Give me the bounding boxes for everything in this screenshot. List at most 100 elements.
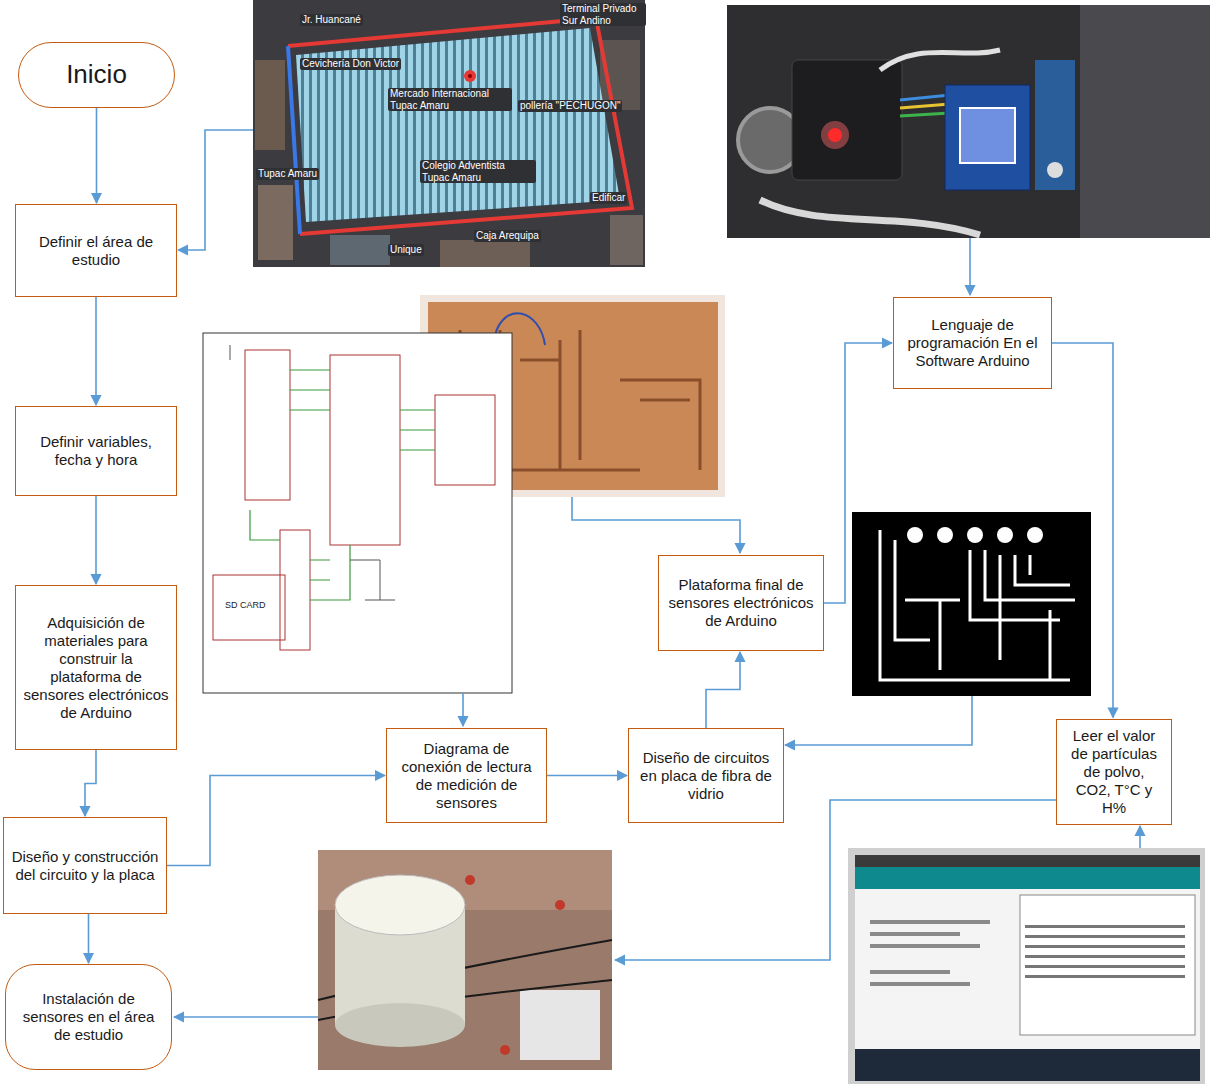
map-building bbox=[258, 185, 293, 260]
data-row bbox=[1025, 955, 1185, 958]
enclosure bbox=[335, 1003, 465, 1047]
process-box: Plataforma final de sensores electrónico… bbox=[658, 555, 824, 651]
map-label: Caja Arequipa bbox=[474, 230, 541, 242]
ic-symbol bbox=[245, 350, 290, 500]
pad bbox=[997, 527, 1013, 543]
data-row bbox=[1025, 965, 1185, 968]
process-box: Adquisición de materiales para construir… bbox=[15, 585, 177, 750]
map-label: pollería "PECHUGON" bbox=[518, 100, 622, 112]
connector-arrow bbox=[85, 750, 96, 816]
picture-arrow bbox=[1139, 826, 1141, 848]
node-text-group: Plataforma final de sensores electrónico… bbox=[666, 576, 816, 630]
code-line bbox=[870, 982, 970, 986]
map-label: Mercado Internacional Tupac Amaru bbox=[388, 88, 512, 111]
map-ground bbox=[253, 0, 645, 267]
software-screenshot bbox=[848, 848, 1205, 1084]
data-row bbox=[1025, 945, 1185, 948]
map-building bbox=[610, 215, 643, 265]
node-text: Definir variables, fecha y hora bbox=[23, 433, 169, 469]
route-line bbox=[288, 46, 300, 234]
pad bbox=[907, 527, 923, 543]
person bbox=[465, 875, 475, 885]
picture-arrow bbox=[615, 800, 1058, 960]
pad bbox=[1027, 527, 1043, 543]
layout-ground bbox=[852, 512, 1091, 696]
node-text: Diseño de circuitos en placa de fibra de… bbox=[636, 749, 776, 803]
map-label: Colegio Adventista Tupac Amaru bbox=[420, 160, 536, 183]
photo-ground bbox=[727, 5, 1210, 238]
pad bbox=[967, 527, 983, 543]
node-text-group: Diseño y construcción del circuito y la … bbox=[11, 848, 159, 884]
map-label: Terminal Privado Sur Andino bbox=[560, 3, 646, 26]
person bbox=[555, 900, 565, 910]
picture-arrows bbox=[174, 130, 1140, 1017]
lcd-board bbox=[945, 85, 1030, 190]
node-text-group: Diagrama de conexión de lectura de medic… bbox=[394, 740, 539, 812]
map-pin bbox=[468, 74, 472, 78]
picture-arrow bbox=[969, 238, 971, 295]
ic-symbol bbox=[435, 395, 495, 485]
node-text-group: Instalación de sensores en el área de es… bbox=[19, 990, 159, 1044]
process-box: Diagrama de conexión de lectura de medic… bbox=[386, 728, 547, 823]
node-text-group: Lenguaje de programación En el Software … bbox=[901, 316, 1044, 370]
part-label: SD CARD bbox=[224, 600, 267, 610]
connector-arrow bbox=[96, 108, 98, 203]
picture-arrow bbox=[462, 693, 464, 726]
picture-arrow bbox=[785, 696, 972, 745]
market-roofs bbox=[296, 28, 620, 222]
node-text-group: Definir variables, fecha y hora bbox=[23, 433, 169, 469]
connector-arrow bbox=[95, 297, 97, 405]
pcb-layout-image bbox=[852, 512, 1091, 696]
map-label: Jr. Huancané bbox=[300, 14, 363, 26]
code-line bbox=[870, 944, 980, 948]
pad bbox=[937, 527, 953, 543]
map-pin bbox=[464, 70, 476, 82]
process-box: Definir variables, fecha y hora bbox=[15, 406, 177, 496]
node-text: Instalación de sensores en el área de es… bbox=[19, 990, 159, 1044]
wire bbox=[900, 113, 950, 116]
schematic-wire bbox=[230, 345, 395, 600]
serial-monitor bbox=[1020, 895, 1195, 1035]
picture-arrow bbox=[178, 130, 253, 250]
wire bbox=[900, 104, 950, 108]
process-box: Diseño y construcción del circuito y la … bbox=[3, 817, 167, 914]
data-row bbox=[1025, 935, 1185, 938]
map-label: Cevichería Don Victor bbox=[300, 58, 401, 70]
schematic-wire bbox=[250, 370, 435, 600]
route-line bbox=[288, 18, 632, 234]
node-text: Diseño y construcción del circuito y la … bbox=[11, 848, 159, 884]
connector-arrow bbox=[547, 775, 627, 777]
layout-trace bbox=[880, 530, 1075, 680]
node-text-group: Adquisición de materiales para construir… bbox=[23, 614, 169, 722]
code-line bbox=[870, 932, 960, 936]
map-image bbox=[253, 0, 645, 267]
process-box: Leer el valor de partículas de polvo, CO… bbox=[1056, 719, 1172, 825]
board bbox=[1035, 60, 1075, 190]
ic-symbol bbox=[330, 355, 400, 545]
terminal-box: Inicio bbox=[18, 42, 175, 108]
node-text: Plataforma final de sensores electrónico… bbox=[666, 576, 816, 630]
led-glow bbox=[821, 121, 849, 149]
node-text: Definir el área de estudio bbox=[23, 233, 169, 269]
process-box: Lenguaje de programación En el Software … bbox=[893, 297, 1052, 389]
connector-arrow bbox=[824, 343, 892, 603]
connector-arrow bbox=[88, 914, 90, 963]
sd-card-symbol bbox=[213, 575, 285, 640]
wire bbox=[900, 95, 950, 100]
map-building bbox=[440, 240, 530, 267]
node-text-group: Leer el valor de partículas de polvo, CO… bbox=[1064, 727, 1164, 817]
title-bar bbox=[855, 855, 1200, 867]
photo-ground bbox=[318, 850, 612, 1070]
data-row bbox=[1025, 925, 1185, 928]
picture-arrow bbox=[572, 497, 740, 553]
process-box: Diseño de circuitos en placa de fibra de… bbox=[628, 728, 784, 823]
map-label: Unique bbox=[388, 244, 424, 256]
sensor-part bbox=[792, 60, 902, 180]
node-text-group: Definir el área de estudio bbox=[23, 233, 169, 269]
data-row bbox=[1025, 975, 1185, 978]
node-text: Inicio bbox=[32, 59, 161, 90]
node-text-group: Inicio bbox=[32, 59, 161, 90]
